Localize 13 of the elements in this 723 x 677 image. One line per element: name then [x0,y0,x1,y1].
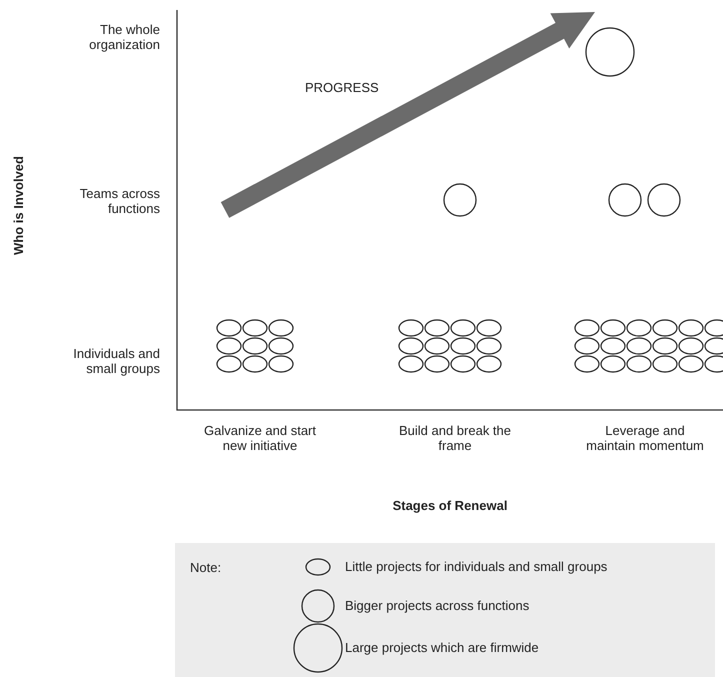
legend-heading: Note: [190,560,222,575]
legend-text: Bigger projects across functions [345,598,530,613]
legend-text: Large projects which are firmwide [345,640,539,655]
axis-tick-label: Galvanize and start new initiative [202,423,317,453]
axis-tick-label: Leverage and maintain momentum [585,423,705,453]
legend-text: Little projects for individuals and small groups [345,559,608,574]
axis-title: Who is Involved [10,156,26,254]
arrow-label: PROGRESS [305,80,380,95]
axis-tick-label: Build and break the frame [398,423,512,453]
axis-tick-label: The whole organization [88,22,160,52]
axis-title: Stages of Renewal [392,498,508,513]
axis-tick-label: Individuals and small groups [72,346,160,376]
axis-tick-label: Teams across functions [78,186,160,216]
